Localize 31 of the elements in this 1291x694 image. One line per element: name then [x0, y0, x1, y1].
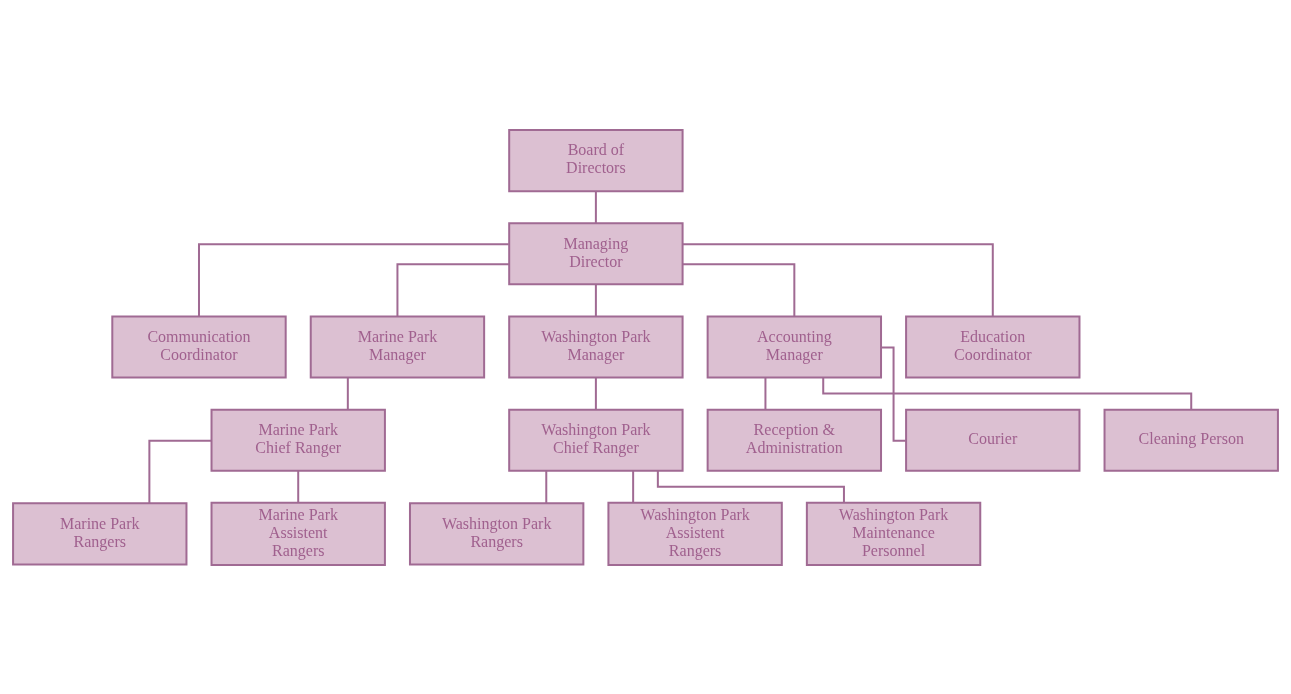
node-box: Marine Park Manager: [309, 314, 486, 379]
connector: [594, 189, 597, 224]
node-box: Marine Park Chief Ranger: [210, 408, 386, 472]
connector: [632, 469, 635, 504]
connector: [682, 242, 994, 317]
node-box: Marine Park Assistent Rangers: [210, 501, 386, 566]
node-box: Communication Coordinator: [111, 314, 287, 379]
connector: [148, 439, 213, 504]
node-box: Cleaning Person: [1103, 408, 1279, 472]
connector: [681, 262, 796, 317]
node-box: Washington Park Rangers: [408, 501, 585, 565]
connector: [297, 469, 300, 504]
node-box: Education Coordinator: [905, 314, 1081, 379]
node-box: Reception & Administration: [706, 408, 883, 472]
connector: [594, 376, 597, 410]
node-box: Washington Park Chief Ranger: [508, 408, 684, 472]
connector: [880, 346, 907, 442]
node-box: Managing Director: [508, 221, 684, 285]
connector: [594, 283, 597, 317]
node-box: Courier: [905, 408, 1081, 472]
connector: [764, 376, 767, 410]
connector: [198, 242, 510, 317]
node-box: Washington Park Manager: [508, 314, 684, 379]
node-box: Marine Park Rangers: [12, 501, 188, 565]
node-box: Washington Park Maintenance Personnel: [805, 501, 982, 566]
node-box: Accounting Manager: [706, 314, 883, 379]
node-box: Board of Directors: [508, 128, 684, 192]
connector: [396, 262, 511, 317]
connector: [545, 469, 548, 504]
node-box: Washington Park Assistent Rangers: [607, 501, 783, 566]
connector: [346, 376, 349, 410]
